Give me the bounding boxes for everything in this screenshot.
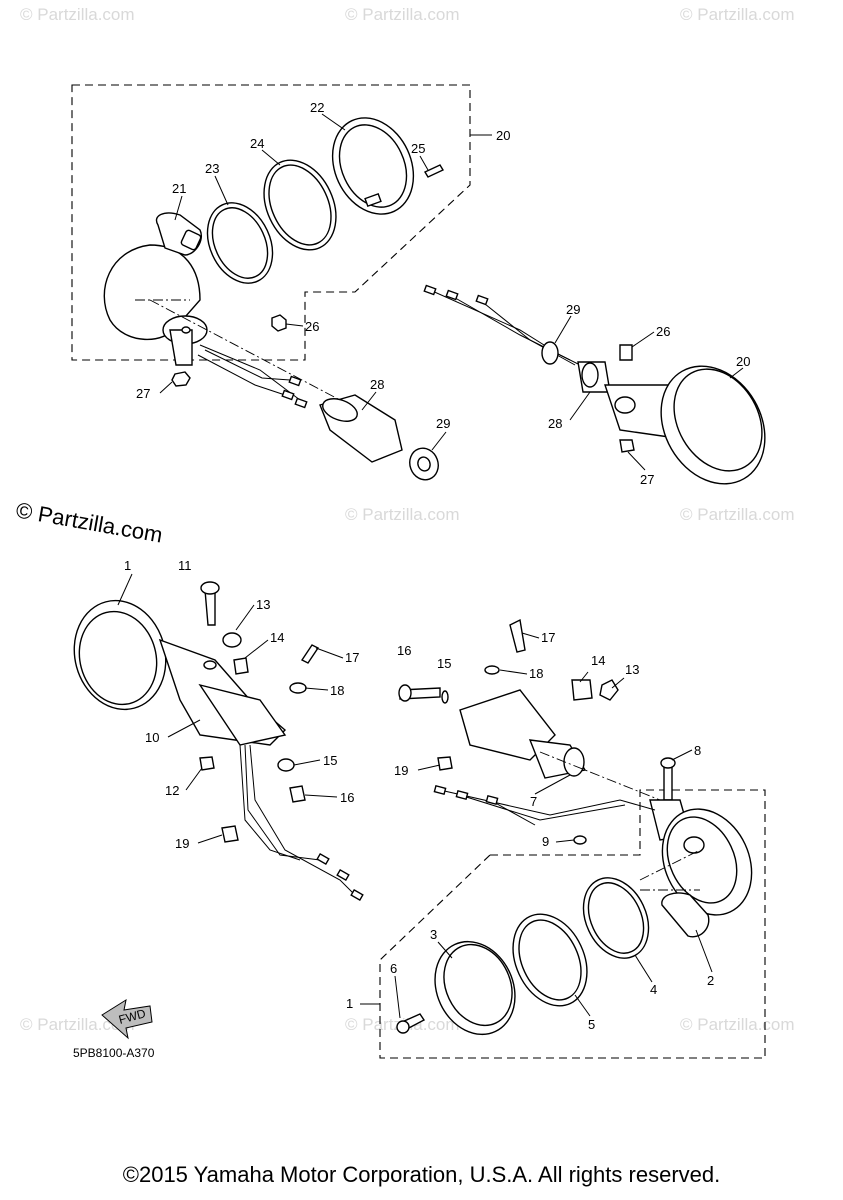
callout-3: 3 [430, 927, 437, 942]
callout-labels: 20 22 24 23 21 25 26 27 28 29 29 26 20 2… [124, 100, 750, 1032]
callout-4: 4 [650, 982, 657, 997]
callout-19: 19 [394, 763, 408, 778]
leader-lines [117, 113, 744, 1019]
callout-29: 29 [436, 416, 450, 431]
callout-6: 6 [390, 961, 397, 976]
fwd-arrow-icon: FWD [101, 998, 153, 1040]
watermark-text: © Partzilla.com [680, 505, 795, 524]
callout-14: 14 [591, 653, 605, 668]
watermark-main: © Partzilla.com [14, 497, 164, 547]
bottom-right-signal-assembly [379, 618, 766, 1059]
callout-17: 17 [345, 650, 359, 665]
watermark-text: © Partzilla.com [680, 1015, 795, 1034]
callout-11: 11 [178, 558, 192, 573]
top-left-signal-assembly [71, 84, 492, 481]
callout-1: 1 [346, 996, 353, 1011]
callout-18: 18 [529, 666, 543, 681]
callout-13: 13 [625, 662, 639, 677]
callout-21: 21 [172, 181, 186, 196]
watermark-text: © Partzilla.com [680, 5, 795, 24]
callout-25: 25 [411, 141, 425, 156]
callout-1: 1 [124, 558, 131, 573]
callout-5: 5 [588, 1017, 595, 1032]
callout-19: 19 [175, 836, 189, 851]
callout-20: 20 [736, 354, 750, 369]
callout-8: 8 [694, 743, 701, 758]
callout-22: 22 [310, 100, 324, 115]
callout-26: 26 [656, 324, 670, 339]
callout-28: 28 [548, 416, 562, 431]
callout-2: 2 [707, 973, 714, 988]
copyright-notice: ©2015 Yamaha Motor Corporation, U.S.A. A… [122, 1162, 721, 1187]
callout-27: 27 [640, 472, 654, 487]
callout-15: 15 [437, 656, 451, 671]
callout-23: 23 [205, 161, 219, 176]
callout-15: 15 [323, 753, 337, 768]
watermark-text: © Partzilla.com [20, 5, 135, 24]
callout-17: 17 [541, 630, 555, 645]
callout-16: 16 [340, 790, 354, 805]
diagram-code: 5PB8100-A370 [73, 1046, 155, 1060]
callout-12: 12 [165, 783, 179, 798]
callout-16: 16 [397, 643, 411, 658]
watermark-text: © Partzilla.com [345, 5, 460, 24]
callout-13: 13 [256, 597, 270, 612]
callout-27: 27 [136, 386, 150, 401]
callout-10: 10 [145, 730, 159, 745]
callout-7: 7 [530, 794, 537, 809]
callout-28: 28 [370, 377, 384, 392]
bottom-left-signal-assembly [73, 581, 364, 902]
top-right-signal-assembly [423, 284, 766, 485]
callout-20: 20 [496, 128, 510, 143]
callout-24: 24 [250, 136, 264, 151]
watermark-text: © Partzilla.com [345, 505, 460, 524]
callout-29: 29 [566, 302, 580, 317]
callout-18: 18 [330, 683, 344, 698]
callout-26: 26 [305, 319, 319, 334]
fwd-label: FWD [117, 1006, 147, 1027]
watermark-text: © Partzilla.com [20, 1015, 135, 1034]
callout-9: 9 [542, 834, 549, 849]
callout-14: 14 [270, 630, 284, 645]
